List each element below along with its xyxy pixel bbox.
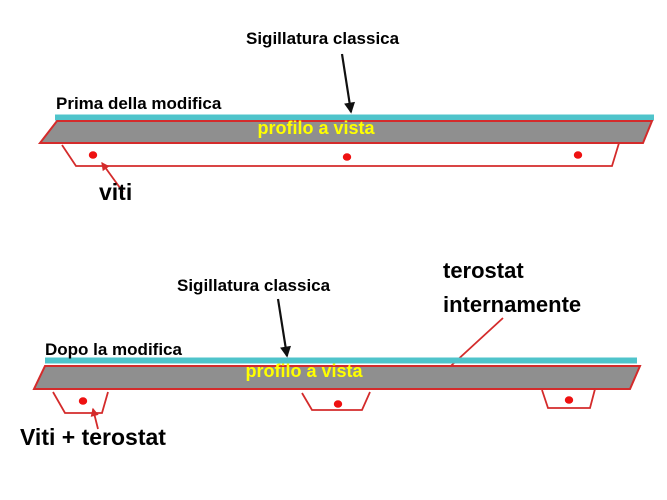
screws-label-before: viti (99, 179, 133, 205)
sealant-strip-before (55, 114, 654, 121)
seal-arrow-after (276, 298, 291, 358)
screw-dot (78, 397, 88, 405)
viti-arrow-after (90, 407, 99, 430)
screw-dot (88, 151, 98, 159)
under-pan-before (61, 142, 620, 167)
seal-arrow-before (340, 53, 356, 114)
title-before: Prima della modifica (56, 94, 222, 113)
sealant-strip-after (45, 357, 637, 364)
diagram-before-shapes (37, 53, 654, 193)
seal-label-after: Sigillatura classica (177, 276, 331, 295)
seal-label-before: Sigillatura classica (246, 29, 400, 48)
screw-pocket (541, 388, 596, 409)
profile-label-after: profilo a vista (245, 361, 363, 381)
title-after: Dopo la modifica (45, 340, 182, 359)
terostat-label: terostat internamente (443, 254, 581, 322)
profile-bar-after (32, 365, 642, 390)
profile-label-before: profilo a vista (257, 118, 375, 138)
screw-dot (333, 400, 343, 408)
diagram-after-shapes (32, 298, 642, 430)
screw-dot (342, 153, 352, 161)
terostat-label-line2: internamente (443, 292, 582, 317)
screw-pocket (52, 391, 109, 414)
screw-dot (573, 151, 583, 159)
viti-arrow-before (101, 161, 124, 193)
terostat-label-line1: terostat (443, 258, 524, 283)
profile-bar-before (37, 120, 654, 144)
screws-label-after: Viti + terostat (20, 424, 166, 450)
screw-pocket (301, 391, 371, 411)
screw-dot (564, 396, 574, 404)
